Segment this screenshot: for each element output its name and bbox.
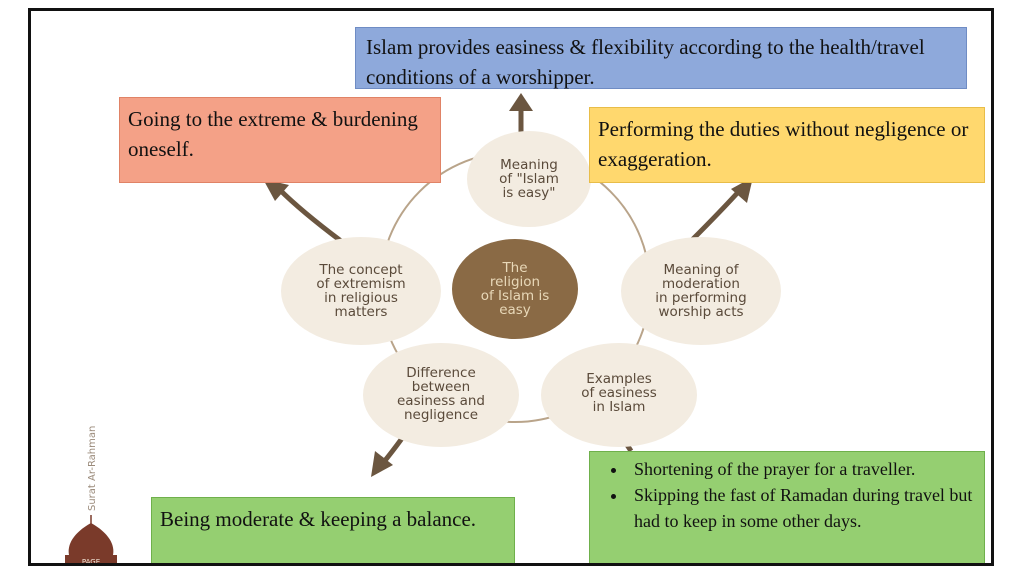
- callout-bottom-left: Being moderate & keeping a balance.: [151, 497, 515, 563]
- callout-top: Islam provides easiness & flexibility ac…: [355, 27, 967, 89]
- list-item: Skipping the fast of Ramadan during trav…: [628, 482, 976, 534]
- node-upper-right-line-4: worship acts: [658, 304, 743, 320]
- node-upper-left-line-4: matters: [335, 304, 388, 320]
- logo-base: [65, 555, 117, 563]
- logo-page-label: PAGE: [82, 558, 100, 566]
- list-item: Shortening of the prayer for a traveller…: [628, 456, 976, 482]
- node-upper-right-line-3: in performing: [655, 290, 746, 306]
- node-lower-left-line-1: Difference: [406, 365, 476, 381]
- logo-vertical-text: Surat Ar-Rahman: [87, 426, 98, 511]
- node-lower-left-line-4: negligence: [404, 407, 478, 423]
- callout-bottom-right: Shortening of the prayer for a traveller…: [589, 451, 985, 563]
- node-concept-extremism: [281, 237, 441, 345]
- node-top-line-3: is easy": [503, 185, 556, 201]
- node-lower-left-line-3: easiness and: [397, 393, 485, 409]
- callout-right: Performing the duties without negligence…: [589, 107, 985, 183]
- node-upper-right-line-2: moderation: [662, 276, 740, 292]
- node-examples-easiness: [541, 343, 697, 447]
- surah-page-logo: Surat Ar-Rahman PAGE 53: [65, 426, 117, 566]
- cycle-diagram: Meaning of "Islam is easy" The concept o…: [263, 93, 781, 477]
- center-line-2: religion: [490, 274, 540, 290]
- node-difference-easiness-negligence: [363, 343, 519, 447]
- node-lower-right-line-2: of easiness: [581, 385, 657, 401]
- node-meaning-islam-easy: [467, 131, 591, 227]
- node-top-line-2: of "Islam: [499, 171, 559, 187]
- arrow-upper-left: [263, 179, 343, 243]
- node-upper-left-line-1: The concept: [318, 262, 402, 278]
- node-upper-left-line-3: in religious: [324, 290, 398, 306]
- node-meaning-moderation: [621, 237, 781, 345]
- node-upper-left-line-2: of extremism: [316, 276, 405, 292]
- node-lower-right-line-1: Examples: [586, 371, 652, 387]
- logo-page-number: 53: [85, 565, 98, 566]
- center-line-4: easy: [499, 302, 531, 318]
- arrow-upper-right: [689, 177, 753, 243]
- center-line-3: of Islam is: [481, 288, 550, 304]
- node-top-line-1: Meaning: [500, 157, 558, 173]
- center-node: [452, 239, 578, 339]
- dome-icon: [68, 523, 114, 555]
- node-lower-left-line-2: between: [412, 379, 470, 395]
- slide-frame: Meaning of "Islam is easy" The concept o…: [28, 8, 994, 566]
- callout-left: Going to the extreme & burdening oneself…: [119, 97, 441, 183]
- examples-list: Shortening of the prayer for a traveller…: [598, 456, 976, 534]
- center-line-1: The: [501, 260, 527, 276]
- node-upper-right-line-1: Meaning of: [664, 262, 740, 278]
- node-lower-right-line-3: in Islam: [593, 399, 646, 415]
